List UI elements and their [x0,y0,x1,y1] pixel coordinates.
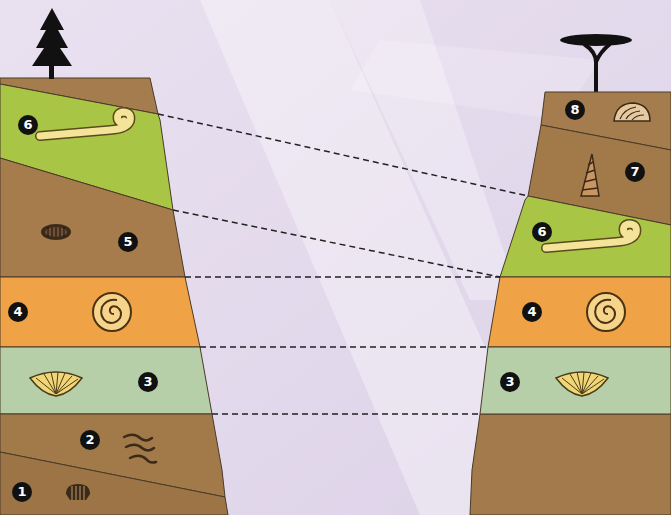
correlation-line [173,210,500,277]
callout-number: 3 [500,372,520,392]
brachiopod-fossil [30,372,82,396]
trilobite-fossil [66,484,90,500]
layer-shape [0,158,185,277]
cone-shell-fossil [581,154,599,196]
layer-fill [480,347,671,414]
layer-shape [0,452,228,515]
layer-fill [0,452,228,515]
rock-layer: 5 [0,158,185,277]
layer-fill [500,196,671,277]
rock-layer: 4 [0,277,200,347]
layer-fill [0,277,200,347]
callout-number: 6 [18,115,38,135]
correlation-line [158,114,528,196]
light-beam [330,0,520,300]
rock-layer: 6 [500,196,671,277]
orthocone-fossil [546,224,636,248]
trilobite-fossil [41,224,71,240]
callout-number: 6 [532,222,552,242]
layer-fill [0,158,185,277]
clam-fossil [614,103,650,121]
rock-layer: 3 [480,347,671,414]
ammonite-fossil [587,293,625,331]
layer-shape [488,277,671,347]
acacia-tree [560,34,632,93]
orthocone-fossil [40,112,130,136]
layer-shape [500,196,671,277]
ammonite-fossil [93,293,131,331]
rock-layer: 3 [0,347,212,414]
worm-fossil [124,435,156,463]
pine-tree [32,8,72,79]
callout-number: 5 [118,232,138,252]
callout-number: 3 [138,372,158,392]
callout-number: 7 [625,162,645,182]
correlation-line [185,276,500,278]
correlation-line [212,413,480,415]
brachiopod-fossil [556,372,608,396]
correlation-line [200,346,488,348]
callout-number: 2 [80,430,100,450]
rock-layer: 1 [0,452,228,515]
layer-fill [488,277,671,347]
rock-layer [470,414,671,515]
callout-number: 4 [522,302,542,322]
layer-fill [0,347,212,414]
layer-shape [0,347,212,414]
callout-number: 4 [8,302,28,322]
callout-number: 1 [12,482,32,502]
rock-layer: 4 [488,277,671,347]
layer-shape [0,277,200,347]
callout-number: 8 [565,100,585,120]
